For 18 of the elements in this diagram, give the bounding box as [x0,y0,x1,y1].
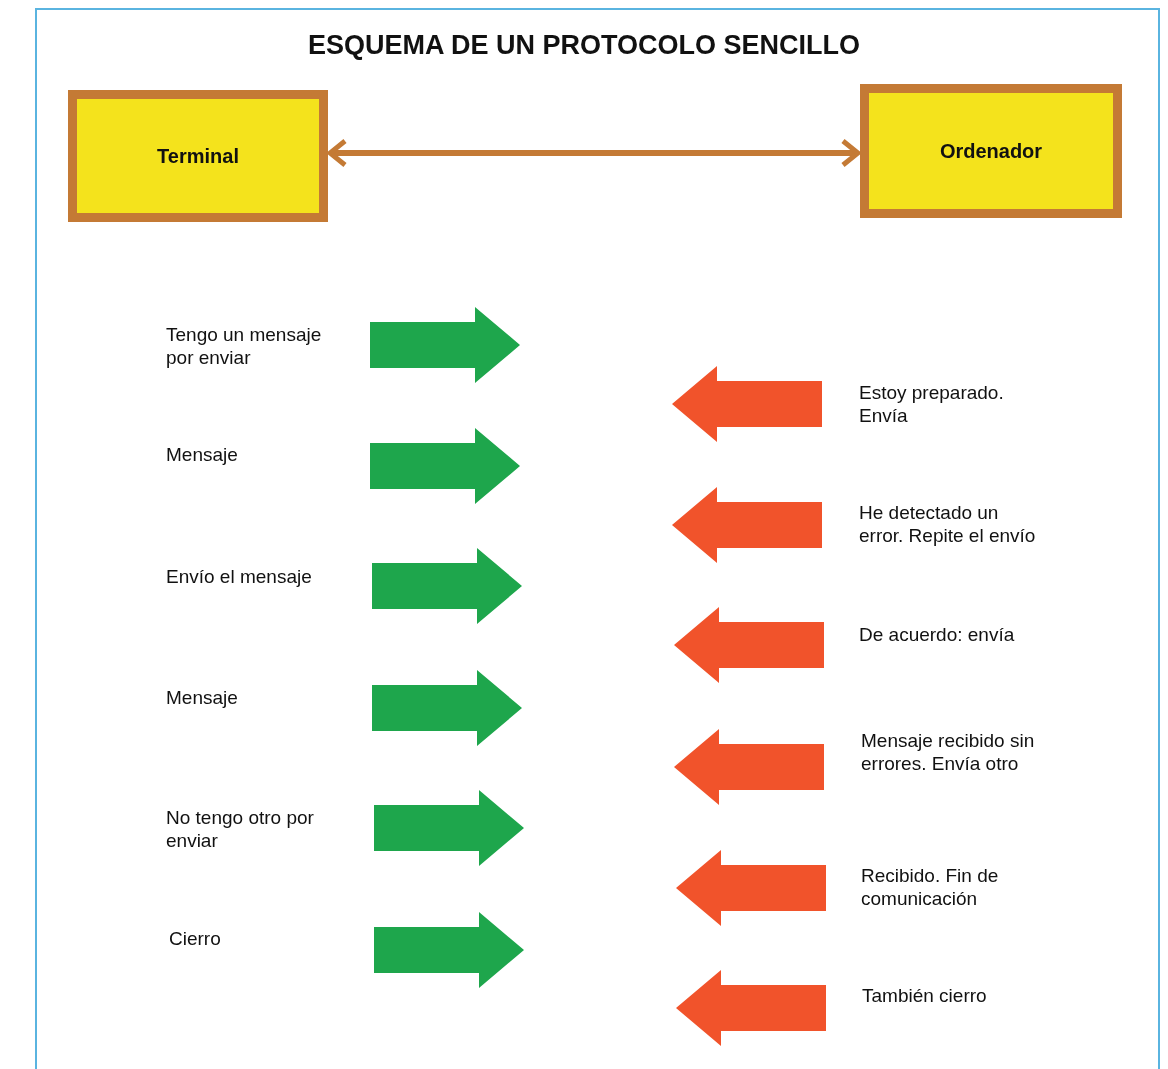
device-label: Terminal [157,144,239,168]
device-box [860,84,1122,218]
message-text: Recibido. Fin de comunicación [861,864,1000,910]
message-text: También cierro [862,984,988,1007]
message-text: Mensaje recibido sin errores. Envía otro [861,729,1036,775]
message-text: He detectado un error. Repite el envío [859,501,1037,547]
device-label: Ordenador [939,139,1043,163]
double-arrow [327,138,861,168]
diagram-title: ESQUEMA DE UN PROTOCOLO SENCILLO [306,30,861,61]
message-text: Envío el mensaje [166,565,313,588]
message-text: No tengo otro por enviar [166,806,315,852]
message-text: Tengo un mensaje por enviar [166,323,323,369]
message-text: Mensaje [166,443,239,466]
message-text: Cierro [169,927,222,950]
message-text: Estoy preparado. Envía [859,381,1005,427]
device-box [68,90,328,222]
message-text: Mensaje [166,686,239,709]
message-text: De acuerdo: envía [859,623,1016,646]
